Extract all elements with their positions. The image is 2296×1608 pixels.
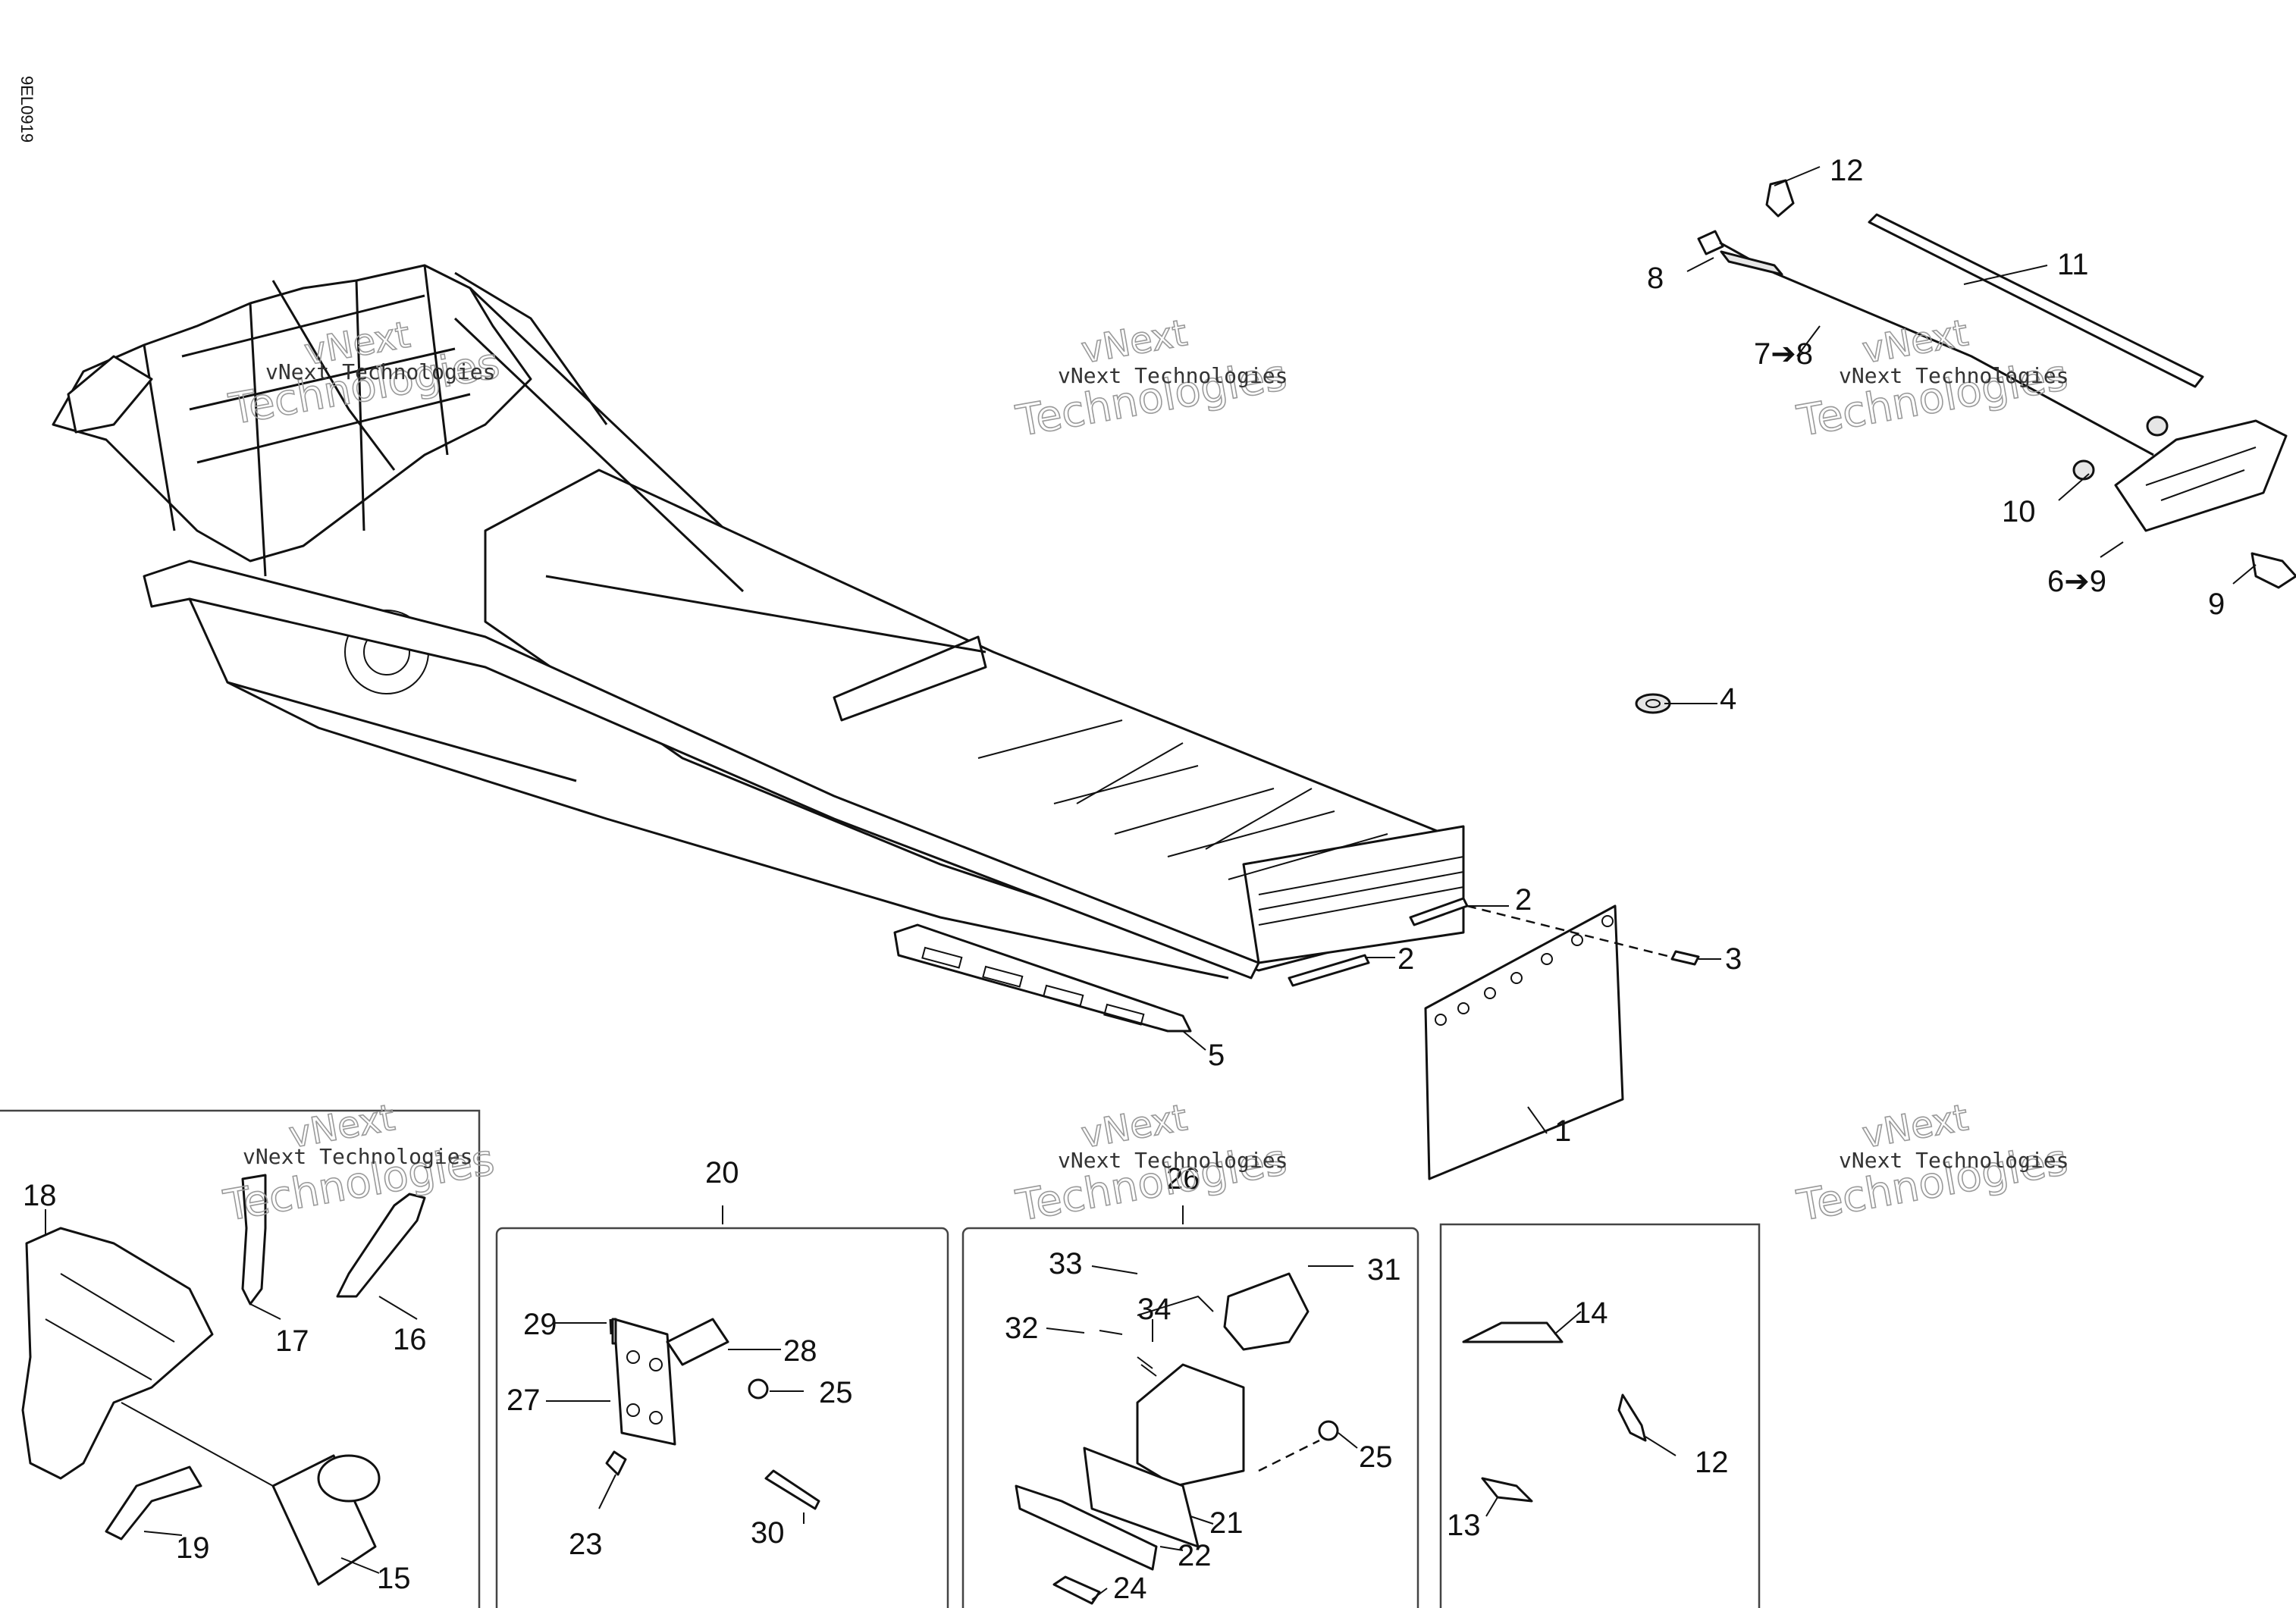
callout-1: 1 (1554, 1114, 1571, 1148)
callout-21: 21 (1209, 1506, 1244, 1540)
hitch-parts-20 (605, 1318, 820, 1510)
clip-strips-2 (1288, 897, 1469, 987)
callout-2: 2 (1515, 883, 1532, 917)
callout-30: 30 (751, 1516, 785, 1550)
svg-text:vNext Technologies: vNext Technologies (265, 359, 495, 384)
watermark-4: vNext Technologies vNext Technologies (219, 1096, 498, 1231)
callout-5: 5 (1208, 1039, 1225, 1072)
watermark-5: vNext Technologies vNext Technologies (1012, 1096, 1291, 1231)
figure-code: 9EL0919 (17, 76, 36, 143)
side-plate-5 (893, 923, 1192, 1033)
callout-34: 34 (1137, 1293, 1172, 1326)
callout-24: 24 (1113, 1572, 1147, 1605)
snow-flap-1 (1424, 904, 1680, 1180)
callout-11: 11 (2057, 248, 2089, 281)
callout-3: 3 (1725, 942, 1742, 976)
svg-text:vNext Technologies: vNext Technologies (1839, 363, 2069, 388)
tools-group (21, 1174, 426, 1586)
callout-25: 25 (1359, 1440, 1393, 1474)
svg-text:vNext Technologies: vNext Technologies (1058, 363, 1288, 388)
callout-19: 19 (176, 1531, 210, 1565)
tools-box (0, 1109, 481, 1608)
svg-text:vNext Technologies: vNext Technologies (1058, 1148, 1288, 1173)
callout-14: 14 (1574, 1296, 1608, 1330)
screw-3 (1670, 950, 1700, 966)
svg-text:vNext Technologies: vNext Technologies (243, 1144, 472, 1169)
hitch-parts-26 (1015, 1272, 1339, 1605)
watermark-3: vNext Technologies vNext Technologies (1793, 311, 2072, 447)
callout-28: 28 (783, 1334, 817, 1368)
callout-10: 10 (2002, 495, 2036, 528)
leader-lines (45, 166, 2257, 1600)
svg-text:vNext Technologies: vNext Technologies (1839, 1148, 2069, 1173)
callout-8: 8 (1647, 262, 1664, 295)
hitch-box-26 (961, 1227, 1419, 1608)
callout-33: 33 (1049, 1247, 1083, 1280)
callout-6-9: 6➔9 (2047, 565, 2106, 598)
callout-labels: 1 2 2 3 4 5 6➔9 7➔8 8 9 10 11 12 12 13 1… (23, 154, 2225, 1605)
callout-23: 23 (569, 1528, 603, 1561)
taillight-assembly (1697, 179, 2296, 589)
callout-13: 13 (1447, 1509, 1481, 1542)
callout-17: 17 (275, 1324, 309, 1358)
watermark-6: vNext Technologies vNext Technologies (1793, 1096, 2072, 1231)
reflector-box (1439, 1223, 1761, 1608)
callout-31: 31 (1367, 1253, 1401, 1287)
callout-2: 2 (1397, 942, 1414, 976)
callout-7-8: 7➔8 (1754, 337, 1813, 371)
callout-18: 18 (23, 1179, 57, 1212)
callout-29: 29 (523, 1308, 557, 1341)
callout-16: 16 (393, 1323, 427, 1356)
callout-22: 22 (1178, 1539, 1212, 1572)
frame-assembly (52, 264, 1465, 980)
callout-32: 32 (1005, 1312, 1039, 1345)
hitch-box-20 (495, 1227, 949, 1608)
callout-12: 12 (1695, 1446, 1729, 1479)
callout-12: 12 (1830, 154, 1864, 187)
callout-4: 4 (1720, 682, 1736, 716)
callout-15: 15 (377, 1562, 411, 1595)
callout-26: 26 (1166, 1162, 1200, 1196)
callout-25: 25 (819, 1376, 853, 1409)
watermark-2: vNext Technologies vNext Technologies (1012, 311, 1291, 447)
callout-20: 20 (705, 1156, 739, 1190)
callout-27: 27 (507, 1384, 541, 1417)
callout-9: 9 (2208, 588, 2225, 621)
reflector-parts (1462, 1321, 1647, 1503)
